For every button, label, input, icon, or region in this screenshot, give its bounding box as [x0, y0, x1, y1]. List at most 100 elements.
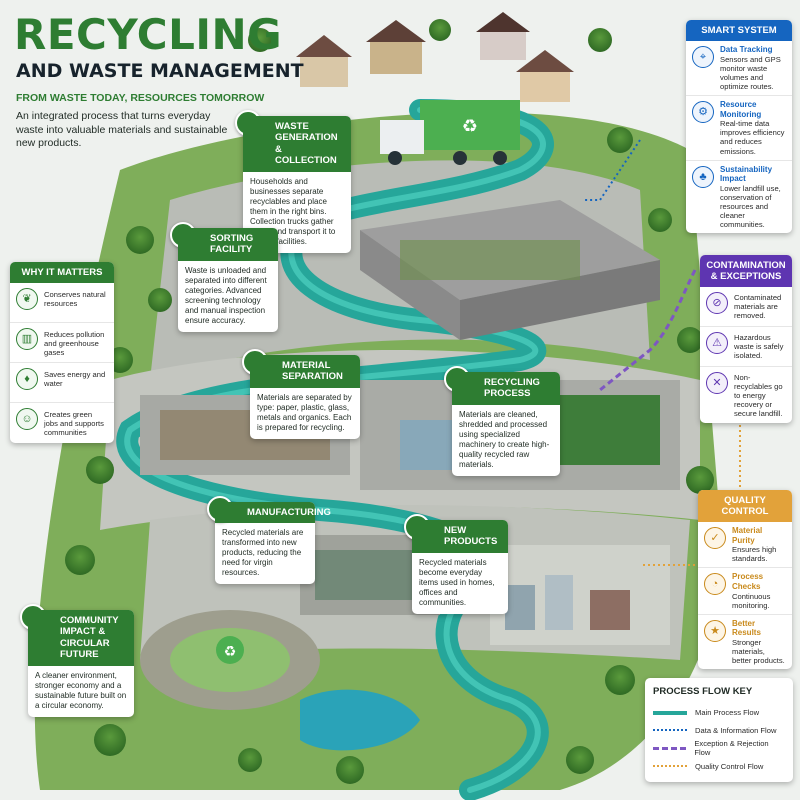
item-text: Conserves natural resources	[44, 290, 106, 309]
data-flow-swatch	[653, 725, 687, 735]
step-text: Recycled materials are transformed into …	[222, 528, 304, 578]
item-text: Reduces pollution and greenhouse gases	[44, 330, 105, 358]
step-title: WASTE GENERATION & COLLECTION	[243, 116, 351, 172]
tagline: FROM WASTE TODAY, RESOURCES TOMORROW	[16, 92, 265, 104]
item-text: Contaminated materials are removed.	[734, 293, 782, 321]
new-products-display	[490, 545, 670, 645]
gps-icon: ⌖	[692, 46, 714, 68]
list-item: ☺ Creates green jobs and supports commun…	[10, 403, 114, 443]
item-title: Sustainability Impact	[720, 164, 773, 184]
list-item: ♣ Sustainability Impact Lower landfill u…	[686, 161, 792, 234]
list-item: ★ Better Results Stronger materials, bet…	[698, 615, 792, 670]
key-row: Main Process Flow	[653, 703, 785, 721]
list-item: ♦ Saves energy and water	[10, 363, 114, 403]
list-item: ⌖ Data Tracking Sensors and GPS monitor …	[686, 41, 792, 97]
step-title: COMMUNITY IMPACT & CIRCULAR FUTURE	[28, 610, 134, 666]
key-row: Quality Control Flow	[653, 757, 785, 775]
item-title: Data Tracking	[720, 45, 773, 54]
svg-text:♻: ♻	[462, 116, 478, 137]
key-row: Exception & Rejection Flow	[653, 739, 785, 757]
key-label: Quality Control Flow	[695, 761, 764, 771]
key-label: Exception & Rejection Flow	[694, 739, 769, 757]
water-drop-icon: ♦	[16, 368, 38, 390]
item-title: Resource Monitoring	[720, 100, 762, 119]
item-text: Stronger materials, better products.	[732, 638, 785, 666]
key-label: Main Process Flow	[695, 707, 760, 717]
check-icon: ✓	[704, 527, 726, 549]
main-flow-swatch	[653, 707, 687, 717]
gear-icon: ⚙	[692, 101, 714, 124]
exception-flow-swatch	[653, 743, 687, 753]
item-text: Non-recyclables go to energy recovery or…	[734, 373, 783, 419]
factory-icon: ▥	[16, 328, 38, 350]
collection-truck: ♻	[380, 100, 520, 165]
step-title: RECYCLING PROCESS	[452, 372, 560, 405]
community-park: ♻	[140, 610, 420, 751]
list-item: ❦ Conserves natural resources	[10, 283, 114, 323]
step-2-callout: 2 SORTING FACILITY Waste is unloaded and…	[170, 222, 278, 332]
list-item: ✕ Non-recyclables go to energy recovery …	[700, 367, 792, 423]
panel-title: CONTAMINATION & EXCEPTIONS	[700, 255, 792, 287]
step-3-callout: 3 MATERIAL SEPARATION Materials are sepa…	[242, 349, 360, 439]
list-item: ⚠ Hazardous waste is safely isolated.	[700, 327, 792, 367]
leaf-icon: ❦	[16, 288, 38, 310]
list-item: ⚙ Resource Monitoring Real-time data imp…	[686, 96, 792, 161]
panel-title: SMART SYSTEM	[686, 20, 792, 41]
item-text: Continuous monitoring.	[732, 591, 771, 610]
step-text: Waste is unloaded and separated into dif…	[185, 265, 267, 325]
list-item: ▥ Reduces pollution and greenhouse gases	[10, 323, 114, 363]
step-title: NEW PRODUCTS	[412, 520, 508, 553]
panel-title: WHY IT MATTERS	[10, 262, 114, 283]
item-text: Lower landfill use, conservation of reso…	[720, 183, 781, 230]
exception-flow-line	[599, 269, 697, 392]
list-item: ⊘ Contaminated materials are removed.	[700, 287, 792, 327]
list-item: ◔ Process Checks Continuous monitoring.	[698, 568, 792, 615]
process-flow-key: PROCESS FLOW KEY Main Process Flow Data …	[645, 678, 793, 782]
trees	[65, 19, 714, 784]
item-text: Ensures high standards.	[732, 545, 777, 564]
item-text: Creates green jobs and supports communit…	[44, 410, 104, 438]
step-title: SORTING FACILITY	[178, 228, 278, 261]
block-icon: ✕	[706, 372, 728, 394]
key-row: Data & Information Flow	[653, 721, 785, 739]
step-text: Materials are separated by type: paper, …	[257, 392, 352, 432]
step-text: Materials are cleaned, shredded and proc…	[459, 409, 550, 469]
item-text: Sensors and GPS monitor waste volumes an…	[720, 54, 781, 91]
houses	[296, 12, 574, 102]
item-title: Process Checks	[732, 572, 764, 591]
list-item: ✓ Material Purity Ensures high standards…	[698, 522, 792, 569]
step-text: A cleaner environment, stronger economy …	[35, 670, 127, 710]
page-subtitle: AND WASTE MANAGEMENT	[16, 60, 304, 82]
item-text: Saves energy and water	[44, 370, 106, 389]
step-4-callout: 4 RECYCLING PROCESS Materials are cleane…	[444, 366, 560, 476]
item-title: Better Results	[732, 618, 761, 638]
panel-title: QUALITY CONTROL	[698, 490, 792, 522]
step-text: Recycled materials become everyday items…	[419, 557, 495, 607]
item-text: Real-time data improves efficiency and r…	[720, 119, 785, 156]
step-6-callout: 6 NEW PRODUCTS Recycled materials become…	[404, 514, 508, 614]
contamination-panel: CONTAMINATION & EXCEPTIONS ⊘ Contaminate…	[700, 255, 792, 423]
thumbs-up-icon: ★	[704, 619, 726, 642]
item-text: Hazardous waste is safely isolated.	[734, 333, 784, 361]
step-text: Households and businesses separate recyc…	[250, 176, 336, 246]
people-icon: ☺	[16, 408, 38, 430]
hazard-icon: ⚠	[706, 332, 728, 354]
intro-text: An integrated process that turns everyda…	[16, 110, 228, 150]
leaf-shield-icon: ♣	[692, 165, 714, 188]
page-title: RECYCLING	[14, 10, 283, 59]
key-title: PROCESS FLOW KEY	[653, 686, 753, 697]
sorting-facility-building	[360, 200, 660, 340]
why-it-matters-panel: WHY IT MATTERS ❦ Conserves natural resou…	[10, 262, 114, 443]
quality-flow-swatch	[653, 761, 687, 771]
key-label: Data & Information Flow	[695, 725, 777, 735]
step-title: MANUFACTURING	[215, 502, 331, 524]
smart-system-panel: SMART SYSTEM ⌖ Data Tracking Sensors and…	[686, 20, 792, 234]
item-title: Material Purity	[732, 526, 763, 545]
step-7-callout: 7 COMMUNITY IMPACT & CIRCULAR FUTURE A c…	[20, 604, 134, 717]
step-5-callout: 5 MANUFACTURING Recycled materials are t…	[207, 496, 331, 585]
quality-control-panel: QUALITY CONTROL ✓ Material Purity Ensure…	[698, 490, 792, 670]
gauge-icon: ◔	[704, 573, 726, 596]
step-title: MATERIAL SEPARATION	[250, 355, 360, 388]
no-entry-icon: ⊘	[706, 292, 728, 314]
svg-text:♻: ♻	[224, 644, 237, 660]
